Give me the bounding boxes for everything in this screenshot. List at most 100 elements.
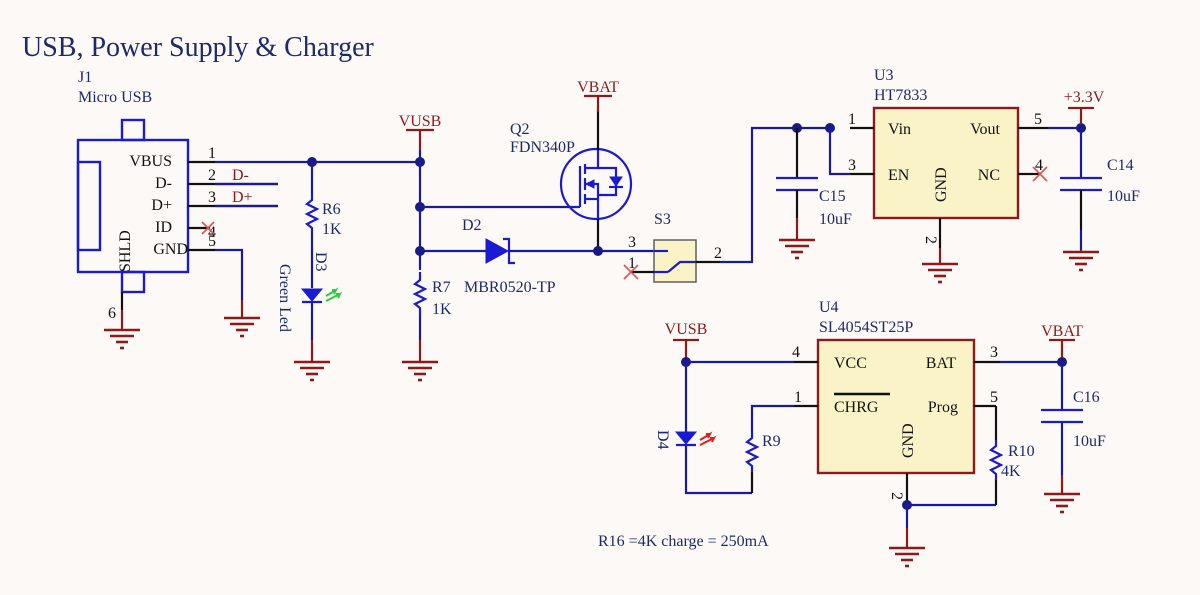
q2-drain [585,150,600,170]
switch-to-regulator-wire [720,126,830,264]
c15-value: 10uF [819,211,852,228]
u3-body [872,106,1020,220]
u3-pin-en: EN [888,167,910,184]
led-d4[interactable]: D4 [654,362,752,495]
schematic-title: USB, Power Supply & Charger [22,32,374,63]
j1-pin5-num: 5 [208,233,216,250]
u3-pin3-num: 3 [848,157,856,174]
c14-value: 10uF [1107,188,1140,205]
regulator-u3[interactable]: U3 HT7833 1 3 2 5 4 Vin EN GND Vout NC [848,67,1048,284]
power-port-vusb: VUSB [399,113,441,150]
j1-gnd-wire [215,248,244,300]
j1-pin-id-name: ID [155,219,172,236]
j1-pin-dplus-name: D+ [151,197,172,214]
capacitor-c15[interactable]: C15 10uF [776,128,852,260]
diode-d2[interactable]: D2 MBR0520-TP [420,217,654,296]
j1-pin-gnd-name: GND [153,241,188,258]
u3-pin5-num: 5 [1034,111,1042,128]
u4-pin4-num: 4 [792,344,800,361]
light-emission-icon [325,287,343,302]
vbat-label: VBAT [577,79,619,96]
j1-pin-shld-name: SHLD [117,230,134,272]
u3-pin-vout: Vout [970,121,1000,138]
j1-inner-slot [76,160,102,252]
u3-pin-nc: NC [978,167,1000,184]
u4-pin1-num: 1 [794,389,802,406]
led-icon [674,431,698,445]
q2-body-diode [609,176,623,187]
resistor-r6[interactable]: R6 1K [304,162,342,238]
c14-designator: C14 [1107,157,1134,174]
switch-s3[interactable]: S3 3 1 2 [623,211,722,283]
resistor-icon [412,272,428,316]
capacitor-c16[interactable]: C16 10uF [1041,362,1106,514]
u4-pin-vcc: VCC [834,355,867,372]
j1-pin-dminus-name: D- [155,175,172,192]
u3-pin1-num: 1 [848,111,856,128]
u3-pin-vin: Vin [888,121,911,138]
no-connect-icon [201,221,215,235]
light-emission-icon [699,431,717,446]
s3-pin1-num: 1 [628,255,636,272]
u4-pin2-num: 2 [888,492,905,500]
u4-pin-bat: BAT [926,355,956,372]
power-port-3v3: +3.3V [1064,89,1105,124]
led-icon [300,288,324,302]
s3-lever [667,260,696,273]
u4-pin-prog: Prog [928,399,958,416]
r7-designator: R7 [432,279,451,296]
d3-value: Green Led [276,264,293,332]
u3-value: HT7833 [874,87,927,104]
r10-designator: R10 [1008,443,1035,460]
vbat-2-label: VBAT [1041,323,1083,340]
dplus-net-label: D+ [232,189,253,206]
power-port-vusb-2: VUSB [665,321,707,358]
r7-value: 1K [432,301,452,318]
u4-pin-chrg: CHRG [834,399,879,416]
resistor-icon [744,432,760,472]
ground-icon [1042,492,1082,514]
schottky-diode-icon [485,238,510,264]
j1-value: Micro USB [78,89,152,106]
ground-icon [400,360,440,382]
j1-pin3-num: 3 [208,189,216,206]
d4-designator: D4 [654,430,671,450]
r6-designator: R6 [322,201,341,218]
mosfet-icon [559,147,633,221]
dminus-net-label: D- [232,167,249,184]
junction-dot [593,246,603,256]
d2-value: MBR0520-TP [464,279,556,296]
c16-designator: C16 [1073,389,1100,406]
j1-top-tab [120,118,146,142]
u4-designator: U4 [819,299,839,316]
r10-value: 4K [1001,463,1021,480]
c15-designator: C15 [819,188,846,205]
resistor-r7[interactable]: R7 1K [400,272,452,382]
r6-value: 1K [322,221,342,238]
s3-pin2-num: 2 [714,245,722,262]
q2-designator: Q2 [510,121,530,138]
resistor-r10[interactable]: R10 4K [988,406,1035,505]
u3-pin2-num: 2 [922,236,939,244]
led-d3[interactable]: D3 Green Led [276,232,343,382]
j1-pin2-num: 2 [208,167,216,184]
q2-value: FDN340P [510,139,575,156]
charge-current-note: R16 =4K charge = 250mA [598,533,769,550]
ground-icon [292,360,332,382]
u4-pin-gnd: GND [900,423,917,458]
j1-pin-vbus-name: VBUS [129,153,172,170]
ground-icon [222,316,262,338]
u4-pin5-num: 5 [990,389,998,406]
connector-j1[interactable]: J1 Micro USB VBUS D- D+ ID GND SHLD 1 2 … [76,69,278,350]
capacitor-c14[interactable]: C14 10uF [1060,128,1140,272]
resistor-r9[interactable]: R9 [744,404,794,493]
mosfet-q2[interactable]: Q2 FDN340P [510,110,633,251]
resistor-icon [988,440,1004,480]
j1-pin6-num: 6 [108,305,116,322]
no-connect-icon [1032,166,1048,182]
charger-u4[interactable]: U4 SL4054ST25P 4 1 2 3 5 VCC CHRG GND BA… [792,299,1000,505]
no-connect-icon [623,264,639,280]
d4-to-r9-wire [684,445,752,495]
resistor-icon [304,195,320,232]
